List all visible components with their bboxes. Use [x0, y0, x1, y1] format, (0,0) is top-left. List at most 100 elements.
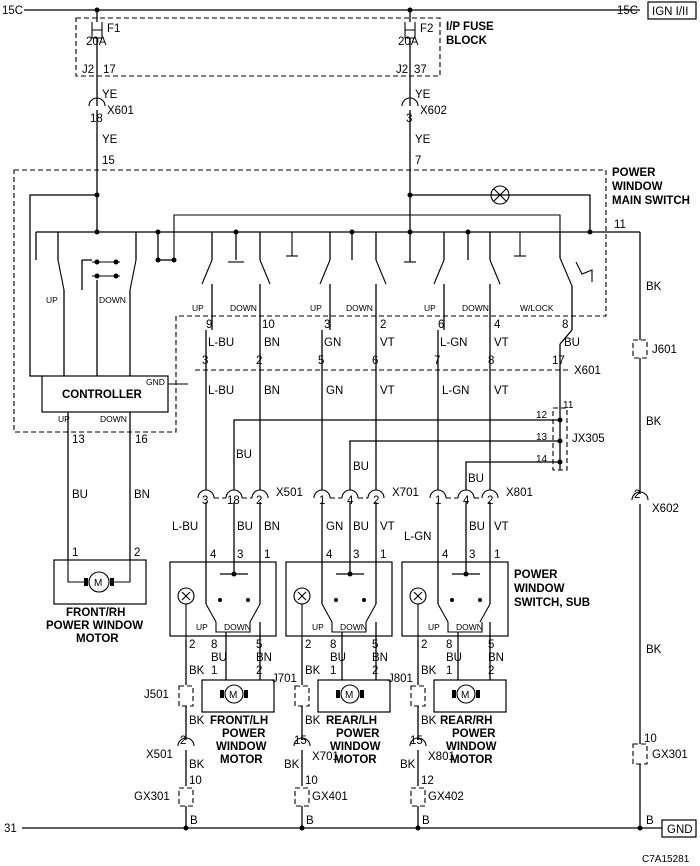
sw1-up-label: UP — [192, 303, 204, 313]
lower-wire-4: VT — [380, 385, 395, 397]
sub-switch-label-2: WINDOW — [514, 583, 565, 595]
sub3-down: DOWN — [456, 622, 483, 632]
sub-bottom-wire-labels: BK BU BN BK BU BN BK BU BN — [189, 652, 504, 677]
motor-rl-pin-1: 1 — [330, 665, 336, 677]
motor-rl-symbol: M — [345, 690, 353, 701]
motor-labels: FRONT/LH POWER WINDOW MOTOR REAR/LH POWE… — [210, 715, 497, 766]
fuse-f2-name: F2 — [420, 23, 433, 35]
motor-fl-symbol: M — [229, 690, 237, 701]
motor-fl-l1: FRONT/LH — [210, 715, 268, 727]
fuse-f1-conn: J2 — [82, 64, 94, 76]
sub1-top-pin-4: 4 — [210, 549, 217, 561]
motor-rr-pin-1: 1 — [446, 665, 452, 677]
ground-b-2: B — [306, 815, 314, 827]
controller-pin-down: 16 — [135, 434, 148, 446]
sub1-bu: BU — [211, 652, 227, 664]
motor-fl-l2: POWER — [222, 728, 266, 740]
x501-pin-c: 2 — [256, 495, 262, 507]
x701-gnd-bk: BK — [284, 759, 300, 771]
x701-pin-a: 1 — [319, 495, 325, 507]
sub2-bu: BU — [330, 652, 346, 664]
j801-label: J801 — [388, 673, 413, 685]
sub1-top-pin-3: 3 — [237, 549, 243, 561]
rh-label-2: POWER WINDOW — [46, 620, 143, 632]
jx305-pin-12: 12 — [536, 410, 548, 421]
x801-pin-c: 2 — [487, 495, 493, 507]
motor-fl-pin-1: 1 — [211, 665, 217, 677]
motor-fl-l4: MOTOR — [220, 754, 263, 766]
motor-rr-l2: POWER — [452, 728, 496, 740]
sub1-down: DOWN — [224, 622, 251, 632]
x501-pin-b: 18 — [227, 495, 240, 507]
fuse-f1-name: F1 — [107, 23, 120, 35]
power-rail-left-label: 15C — [2, 5, 23, 17]
j601-label: J601 — [652, 344, 677, 356]
fuse-f2-conn: J2 — [396, 64, 408, 76]
sw-xpin-3: 3 — [202, 355, 208, 367]
motor-rl-l3: WINDOW — [330, 741, 381, 753]
rh-pin-1: 1 — [72, 547, 78, 559]
sub1-bn: BN — [256, 652, 272, 664]
ground-b-3: B — [422, 815, 430, 827]
right-bk-2: BK — [646, 416, 662, 428]
gx301-label: GX301 — [134, 791, 170, 803]
sub-switch-label-1: POWER — [514, 569, 558, 581]
sub3-bk: BK — [421, 665, 437, 677]
x501-pin-a: 3 — [202, 495, 208, 507]
switch-pair-front-pass — [201, 229, 271, 330]
sw-pin-2: 2 — [380, 319, 386, 331]
sw-wire-lbu: L-BU — [208, 337, 234, 349]
sub3-bottom-pin-5: 5 — [488, 639, 494, 651]
sw-wire-vt: VT — [380, 337, 395, 349]
sub2-top-pin-4: 4 — [326, 549, 333, 561]
sw-pin-9: 9 — [206, 319, 212, 331]
sw-wire-bn: BN — [264, 337, 280, 349]
x801-gnd-pin: 15 — [410, 735, 423, 747]
feed2-conn: X602 — [420, 105, 447, 117]
x801-label: X801 — [506, 487, 533, 499]
feed2-upper-wire: YE — [415, 89, 431, 101]
right-bk-1: BK — [646, 281, 662, 293]
switch-pin-labels: 9 L-BU 3 10 BN 2 3 GN 5 2 VT 6 6 L-GN 7 … — [202, 319, 580, 370]
main-switch-label-3: MAIN SWITCH — [612, 195, 690, 207]
main-switch-label-2: WINDOW — [612, 181, 663, 193]
right-bk-3: BK — [646, 644, 662, 656]
switch-pair-rear-rh — [433, 229, 501, 330]
jx305-pin-14: 14 — [536, 454, 548, 465]
sub1-bk: BK — [189, 665, 205, 677]
bu-branch-1: BU — [236, 449, 252, 461]
x602-right-label: X602 — [652, 503, 679, 515]
sub1-wire-left: L-BU — [172, 521, 198, 533]
motor-rr-l4: MOTOR — [450, 754, 493, 766]
x701-pin-c: 2 — [373, 495, 379, 507]
sw-xpin-2: 2 — [256, 355, 262, 367]
jx305-label: JX305 — [572, 433, 605, 445]
feed2-pin: 3 — [406, 113, 412, 125]
x801-gnd-label: X801 — [428, 751, 455, 763]
motor-rl-l1: REAR/LH — [326, 715, 377, 727]
ground-rail-right-label: B — [646, 815, 654, 827]
sw-xpin-7: 7 — [434, 355, 440, 367]
lower-wire-2: BN — [264, 385, 280, 397]
ground-paths: J501 BK 2 X501 BK 10 GX301 J701 BK 15 X7… — [134, 673, 464, 828]
controller-gnd: GND — [146, 377, 165, 387]
controller-up: UP — [58, 414, 70, 424]
x801-pin-a: 1 — [435, 495, 441, 507]
lower-wire-3: GN — [326, 385, 343, 397]
sub2-bottom-pin-2: 2 — [305, 639, 311, 651]
sub3-bu: BU — [446, 652, 462, 664]
lower-wire-6: VT — [494, 385, 509, 397]
sub2-bottom-pin-8: 8 — [330, 639, 336, 651]
sub3-bn: BN — [488, 652, 504, 664]
motor-rr-pin-2: 2 — [488, 665, 494, 677]
sub3-bottom-pin-2: 2 — [421, 639, 427, 651]
controller-label: CONTROLLER — [62, 389, 143, 401]
feed1-upper-wire: YE — [102, 89, 118, 101]
jx305-pin-11: 11 — [563, 400, 574, 411]
controller-down: DOWN — [100, 414, 127, 424]
feed1-lower-wire: YE — [102, 134, 118, 146]
j501-bk: BK — [189, 715, 205, 727]
gx402-pin: 12 — [421, 775, 434, 787]
sub3-wire-left: L-GN — [404, 531, 431, 543]
